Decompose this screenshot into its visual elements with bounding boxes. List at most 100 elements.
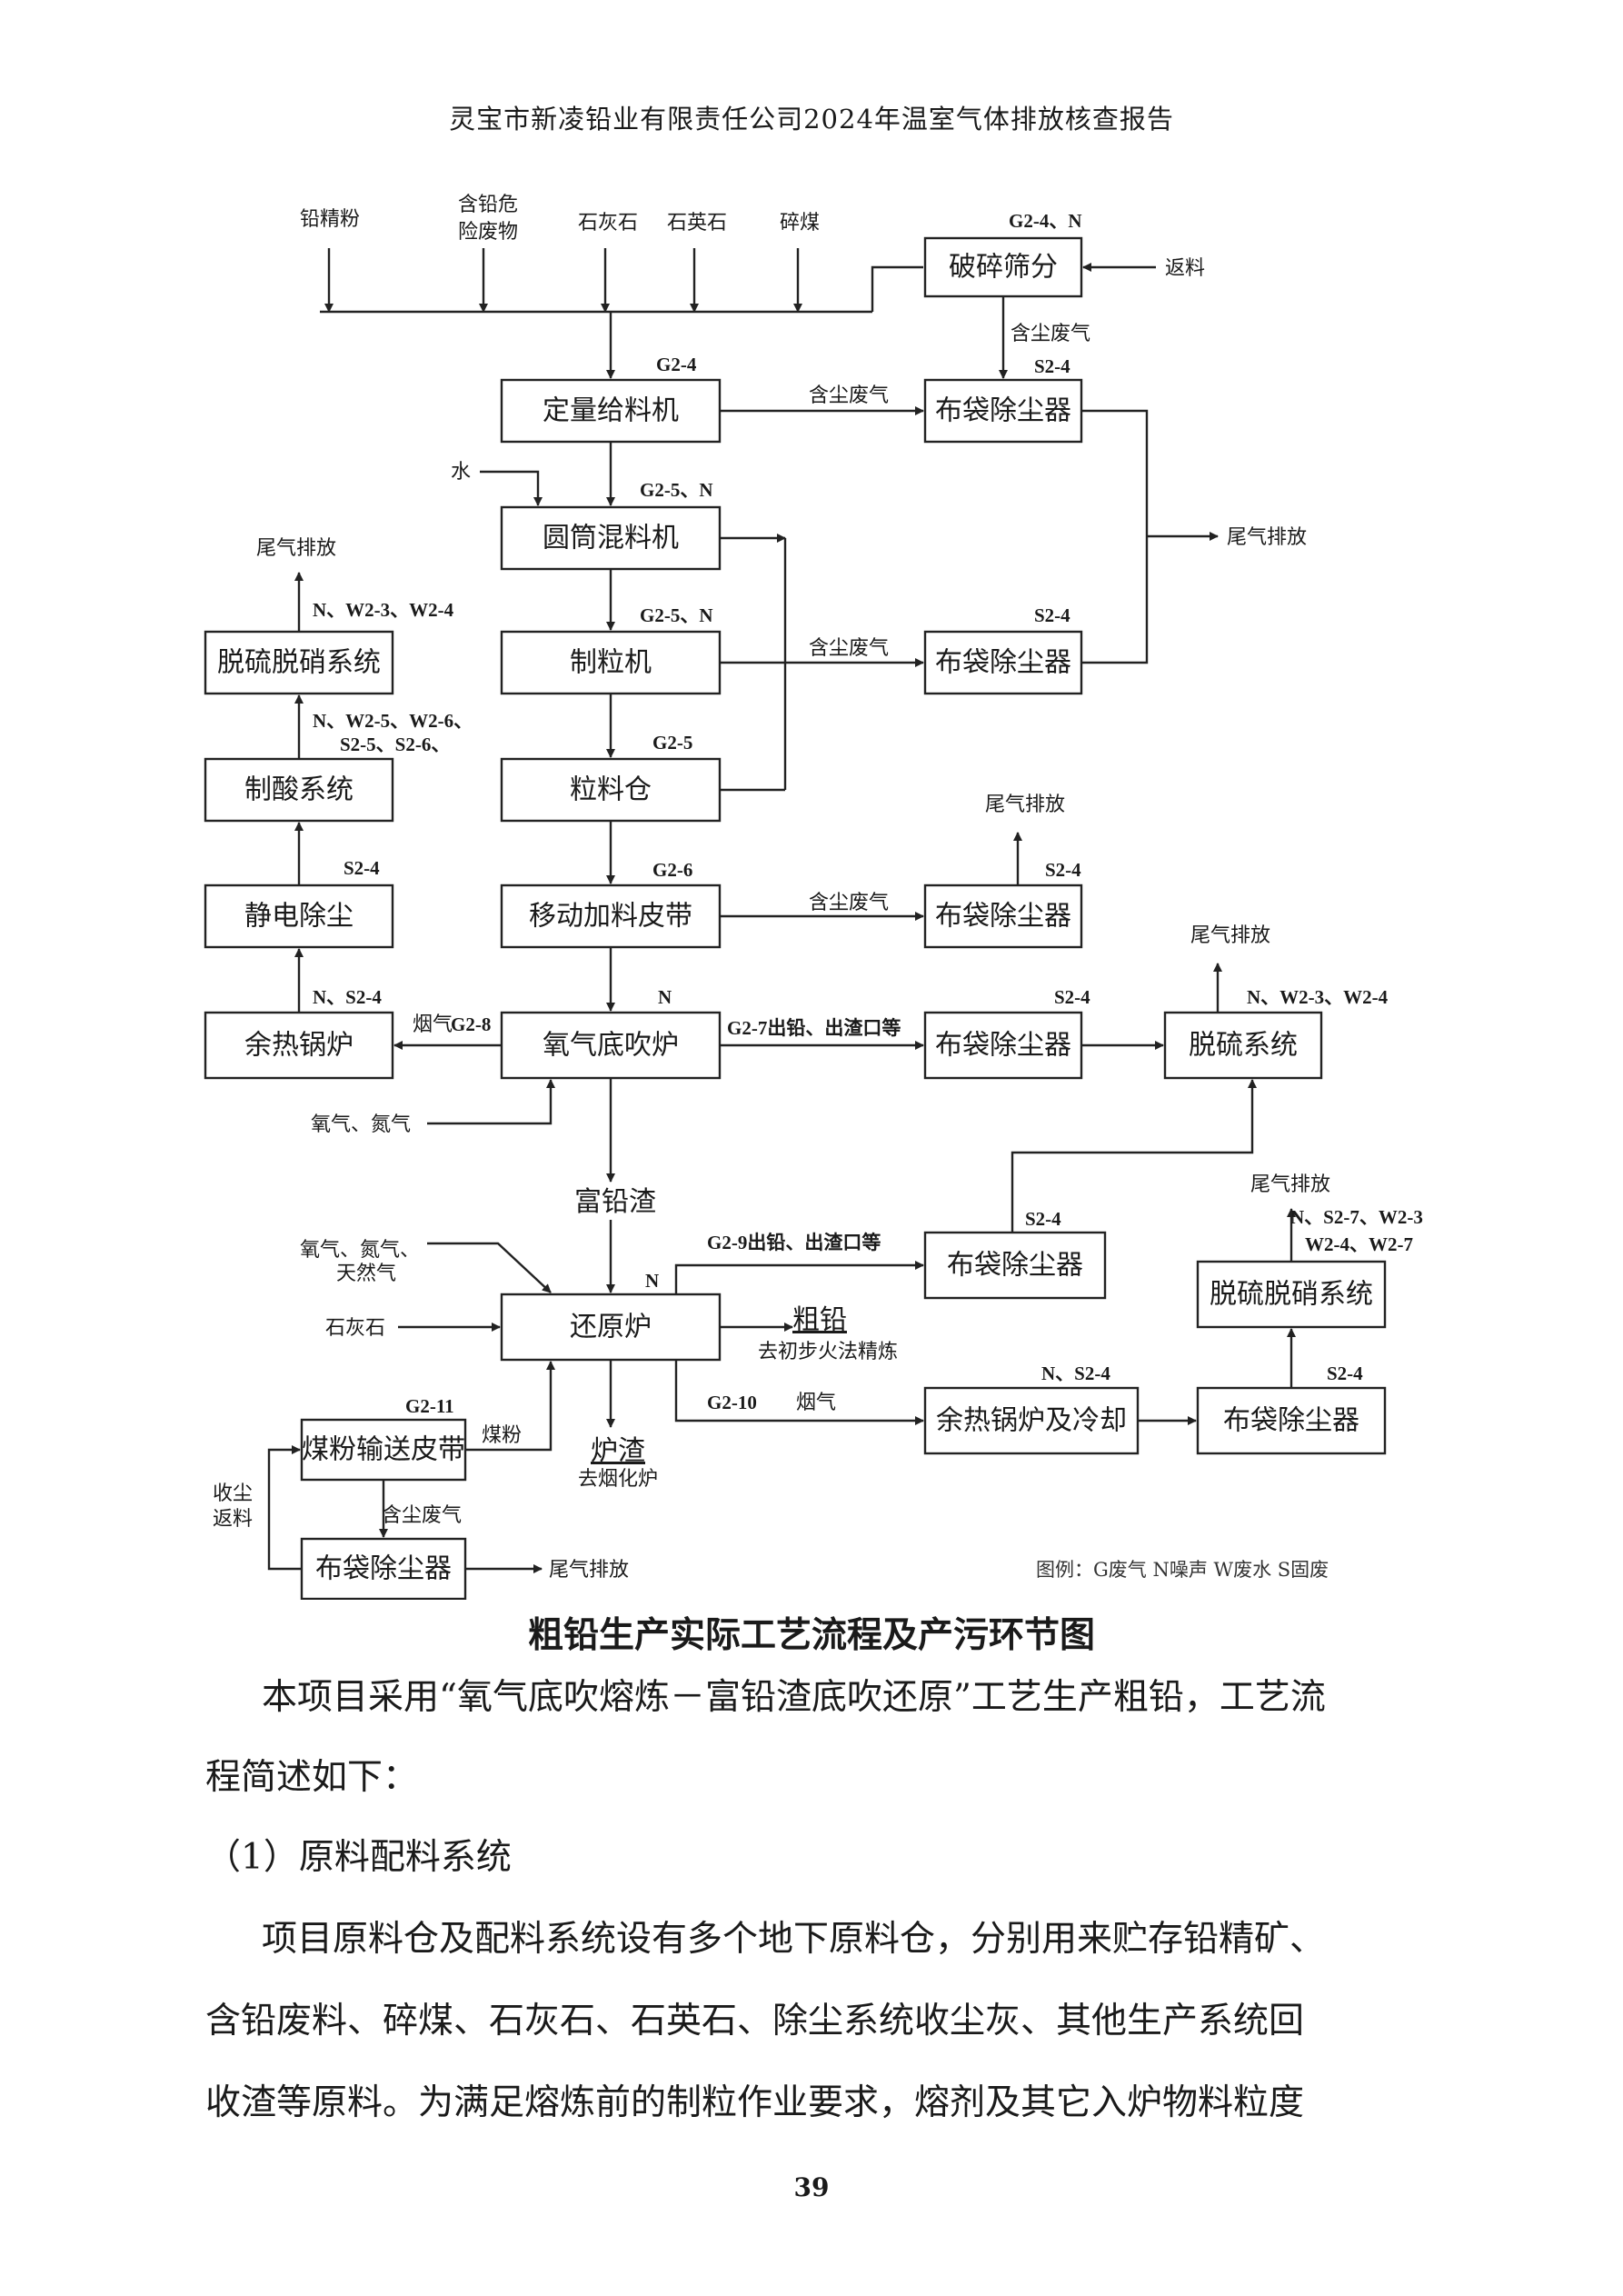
svg-text:S2-4: S2-4 [1045, 859, 1081, 881]
svg-text:N、W2-3、W2-4: N、W2-3、W2-4 [313, 599, 454, 621]
svg-text:圆筒混料机: 圆筒混料机 [543, 523, 679, 554]
box-mixer: 圆筒混料机 [500, 505, 722, 571]
process-flow-diagram: 破碎筛分 定量给料机 布袋除尘器 圆筒混料机 制粒机 布袋除尘器 粒料仓 移动加… [204, 194, 1423, 1600]
input-labels: 铅精粉 含铅危 险废物 石灰石 石英石 碎煤 返料 水 氧气、氮气 氧气、氮气、… [213, 194, 1205, 1531]
svg-text:W2-4、W2-7: W2-4、W2-7 [1305, 1233, 1413, 1255]
paragraph-line-3: 项目原料仓及配料系统设有多个地下原料仓，分别用来贮存铅精矿、 [262, 1919, 1326, 1960]
svg-text:含尘废气: 含尘废气 [382, 1504, 462, 1527]
svg-text:含铅危: 含铅危 [458, 194, 518, 216]
box-furnace: 氧气底吹炉 [500, 1011, 722, 1080]
svg-text:脱硫脱硝系统: 脱硫脱硝系统 [1210, 1279, 1373, 1311]
box-desox-denox-left: 脱硫脱硝系统 [204, 630, 394, 695]
box-coal-belt: 煤粉输送皮带 [300, 1418, 467, 1482]
svg-text:铅精粉: 铅精粉 [300, 208, 360, 231]
box-bag-5: 布袋除尘器 [923, 1231, 1107, 1300]
svg-text:破碎筛分: 破碎筛分 [949, 252, 1058, 284]
svg-text:余热锅炉: 余热锅炉 [244, 1030, 353, 1062]
box-belt: 移动加料皮带 [500, 883, 722, 949]
svg-text:S2-5、S2-6、: S2-5、S2-6、 [340, 734, 450, 755]
box-bag-2: 布袋除尘器 [923, 630, 1083, 695]
box-esp: 静电除尘 [204, 883, 394, 949]
svg-text:布袋除尘器: 布袋除尘器 [947, 1250, 1083, 1282]
svg-text:石灰石: 石灰石 [325, 1317, 385, 1340]
svg-text:N、W2-5、W2-6、: N、W2-5、W2-6、 [313, 710, 473, 732]
svg-text:水: 水 [451, 461, 471, 484]
svg-text:富铅渣: 富铅渣 [574, 1186, 656, 1218]
svg-text:G2-11: G2-11 [405, 1395, 454, 1417]
svg-text:S2-4: S2-4 [1054, 986, 1090, 1008]
svg-text:布袋除尘器: 布袋除尘器 [935, 1030, 1071, 1062]
box-bag-3: 布袋除尘器 [923, 883, 1083, 949]
paragraph-line-4: 含铅废料、碎煤、石灰石、石英石、除尘系统收尘灰、其他生产系统回 [205, 2001, 1305, 2041]
box-desox: 脱硫系统 [1163, 1011, 1323, 1080]
svg-text:S2-4: S2-4 [1025, 1208, 1061, 1230]
svg-text:制酸系统: 制酸系统 [244, 774, 353, 806]
svg-text:G2-4、N: G2-4、N [1009, 210, 1082, 232]
svg-text:N、S2-7、W2-3: N、S2-7、W2-3 [1290, 1206, 1423, 1228]
page-number: 39 [793, 2172, 830, 2202]
svg-text:布袋除尘器: 布袋除尘器 [935, 901, 1071, 933]
svg-text:煤粉输送皮带: 煤粉输送皮带 [302, 1434, 465, 1466]
svg-text:G2-6: G2-6 [652, 859, 692, 881]
svg-text:尾气排放: 尾气排放 [985, 794, 1065, 816]
connectors [267, 248, 1296, 1573]
svg-text:收尘: 收尘 [213, 1482, 253, 1505]
svg-text:炉渣: 炉渣 [591, 1435, 645, 1467]
svg-text:定量给料机: 定量给料机 [543, 395, 679, 427]
svg-text:险废物: 险废物 [458, 221, 518, 244]
box-bag-6: 布袋除尘器 [1196, 1386, 1387, 1455]
svg-text:G2-10: G2-10 [707, 1392, 757, 1413]
svg-text:布袋除尘器: 布袋除尘器 [935, 647, 1071, 679]
box-desox-denox-right: 脱硫脱硝系统 [1196, 1260, 1387, 1329]
svg-text:G2-5、N: G2-5、N [640, 479, 713, 501]
svg-text:尾气排放: 尾气排放 [1190, 924, 1270, 947]
page-header: 灵宝市新凌铅业有限责任公司2024年温室气体排放核查报告 [449, 104, 1174, 135]
box-boiler: 余热锅炉 [204, 1011, 394, 1080]
svg-text:G2-5: G2-5 [652, 732, 692, 754]
svg-text:脱硫系统: 脱硫系统 [1189, 1030, 1298, 1062]
svg-text:N、S2-4: N、S2-4 [1041, 1363, 1110, 1384]
svg-text:返料: 返料 [1165, 257, 1205, 280]
box-feeder: 定量给料机 [500, 378, 722, 444]
svg-text:制粒机: 制粒机 [570, 647, 652, 679]
paragraph-line-5: 收渣等原料。为满足熔炼前的制粒作业要求，熔剂及其它入炉物料粒度 [205, 2082, 1305, 2123]
svg-text:天然气: 天然气 [336, 1263, 396, 1285]
box-bag-4: 布袋除尘器 [923, 1011, 1083, 1080]
flow-labels: 含尘废气 含尘废气 含尘废气 含尘废气 含尘废气 尾气排放 尾气排放 尾气排放 … [256, 323, 1330, 1582]
svg-text:含尘废气: 含尘废气 [809, 384, 889, 407]
svg-text:脱硫脱硝系统: 脱硫脱硝系统 [217, 647, 381, 679]
svg-text:去初步火法精炼: 去初步火法精炼 [758, 1341, 898, 1363]
svg-text:G2-9出铅、出渣口等: G2-9出铅、出渣口等 [707, 1232, 881, 1253]
svg-text:碎煤: 碎煤 [780, 212, 820, 235]
box-acid: 制酸系统 [204, 757, 394, 823]
svg-text:烟气: 烟气 [796, 1392, 836, 1414]
svg-text:移动加料皮带: 移动加料皮带 [529, 901, 692, 933]
svg-text:含尘废气: 含尘废气 [809, 892, 889, 914]
box-bin: 粒料仓 [500, 757, 722, 823]
svg-text:含尘废气: 含尘废气 [1011, 323, 1090, 345]
box-boiler-cool: 余热锅炉及冷却 [923, 1386, 1140, 1455]
svg-text:尾气排放: 尾气排放 [1227, 526, 1307, 549]
svg-text:静电除尘: 静电除尘 [244, 901, 353, 933]
svg-text:煤粉: 煤粉 [482, 1424, 522, 1447]
figure-caption: 粗铅生产实际工艺流程及产污环节图 [527, 1614, 1095, 1656]
svg-text:S2-4: S2-4 [1327, 1363, 1363, 1384]
svg-text:石英石: 石英石 [667, 212, 727, 235]
box-bag-7: 布袋除尘器 [300, 1537, 467, 1600]
svg-text:S2-4: S2-4 [344, 857, 380, 879]
box-crusher: 破碎筛分 [923, 236, 1083, 298]
svg-text:S2-4: S2-4 [1034, 604, 1070, 626]
svg-text:G2-7出铅、出渣口等: G2-7出铅、出渣口等 [727, 1017, 901, 1039]
legend: 图例：G废气 N噪声 W废水 S固废 [1036, 1559, 1329, 1581]
svg-text:N: N [658, 986, 672, 1008]
svg-text:布袋除尘器: 布袋除尘器 [1223, 1405, 1359, 1437]
svg-text:氧气、氮气、: 氧气、氮气、 [300, 1239, 420, 1262]
svg-text:N、W2-3、W2-4: N、W2-3、W2-4 [1247, 986, 1389, 1008]
svg-text:余热锅炉及冷却: 余热锅炉及冷却 [936, 1405, 1127, 1437]
svg-text:布袋除尘器: 布袋除尘器 [315, 1553, 452, 1585]
svg-text:氧气、氮气: 氧气、氮气 [311, 1113, 411, 1136]
pollutant-codes: G2-4、N S2-4 G2-4 G2-5、N G2-5、N S2-4 G2-5… [313, 210, 1423, 1417]
svg-text:N: N [645, 1270, 659, 1292]
svg-text:尾气排放: 尾气排放 [1250, 1173, 1330, 1196]
svg-text:返料: 返料 [213, 1508, 253, 1531]
